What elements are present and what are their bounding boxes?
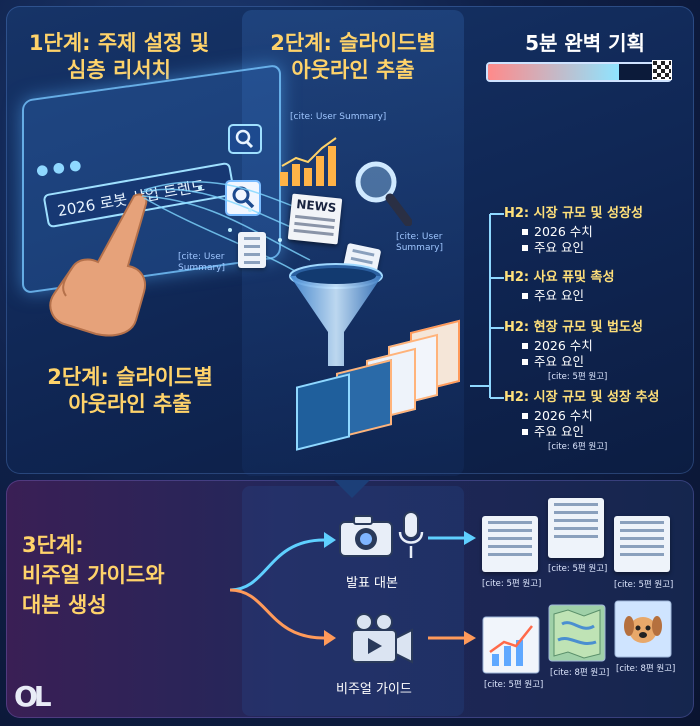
outline-cite: [cite: 6편 원고]	[548, 442, 608, 452]
news-paper: NEWS	[287, 193, 343, 245]
script-cite-1: [cite: 5편 원고]	[482, 579, 542, 589]
map-thumbnail	[548, 604, 606, 662]
magnifying-glass-icon	[355, 161, 412, 226]
hand-pointer-icon	[49, 193, 148, 337]
script-arrow	[428, 531, 476, 545]
bullet-icon	[522, 429, 528, 435]
outline-heading: H2: 시장 규모 및 성장성	[504, 206, 643, 221]
outline-bullet-item: 주요 요인	[522, 288, 584, 303]
cite-user-summary-1: [cite: User Summary]	[290, 112, 387, 122]
outline-bullet-text: 2026 수치	[534, 338, 593, 353]
bullet-icon	[522, 245, 528, 251]
line-chart-thumbnail	[482, 616, 540, 674]
outline-bullet-text: 2026 수치	[534, 224, 593, 239]
script-cite-3: [cite: 5편 원고]	[614, 580, 674, 590]
outline-heading: H2: 현장 규모 및 법도성	[504, 320, 643, 335]
visual-cite-1: [cite: 5편 원고]	[484, 680, 544, 690]
finish-flag-icon	[652, 60, 672, 80]
research-document	[238, 232, 266, 268]
visual-arrow	[428, 631, 476, 645]
funnel-icon	[289, 263, 383, 366]
outline-bullet-text: 주요 요인	[534, 424, 584, 439]
visual-guide-label: 비주얼 가이드	[336, 682, 412, 697]
outline-bullet-text: 주요 요인	[534, 240, 584, 255]
outline-bullet-item: 주요 요인	[522, 424, 584, 439]
news-label: NEWS	[295, 197, 338, 216]
progress-fill	[488, 64, 620, 80]
script-doc-1	[482, 516, 538, 572]
outline-bullet-item: 2026 수치	[522, 224, 593, 239]
visual-cite-2: [cite: 8편 원고]	[550, 668, 610, 678]
script-doc-3	[614, 516, 670, 572]
search-icon	[228, 124, 262, 154]
branch-arrows	[229, 532, 336, 646]
outline-bullet-item: 주요 요인	[522, 240, 584, 255]
camera-icon	[339, 515, 393, 557]
outline-connector	[470, 213, 504, 399]
outline-bullet-text: 주요 요인	[534, 354, 584, 369]
notch-arrow-icon	[334, 480, 370, 498]
outline-bullet-item: 2026 수치	[522, 408, 593, 423]
script-label: 발표 대본	[346, 576, 398, 591]
bullet-icon	[522, 413, 528, 419]
bullet-icon	[522, 359, 528, 365]
outline-cite: [cite: 5편 원고]	[548, 372, 608, 382]
script-doc-2	[548, 498, 604, 558]
outline-bullet-item: 2026 수치	[522, 338, 593, 353]
microphone-icon	[398, 511, 424, 558]
video-camera-icon	[351, 613, 413, 664]
outline-heading: H2: 사요 퓨및 촉성	[504, 270, 615, 285]
bullet-icon	[522, 229, 528, 235]
outline-heading: H2: 시장 규모 및 성장 추성	[504, 390, 660, 405]
outline-bullet-item: 주요 요인	[522, 354, 584, 369]
progress-bar	[486, 62, 672, 82]
bar-chart-icon	[280, 137, 337, 186]
outline-bullet-text: 2026 수치	[534, 408, 593, 423]
visual-cite-3: [cite: 8편 원고]	[616, 664, 676, 674]
bullet-icon	[522, 293, 528, 299]
logo: OL	[14, 680, 52, 713]
bullet-icon	[522, 343, 528, 349]
dog-thumbnail	[614, 600, 672, 658]
plan-title: 5분 완벽 기획	[525, 31, 645, 55]
script-cite-2: [cite: 5편 원고]	[548, 564, 608, 574]
outline-bullet-text: 주요 요인	[534, 288, 584, 303]
